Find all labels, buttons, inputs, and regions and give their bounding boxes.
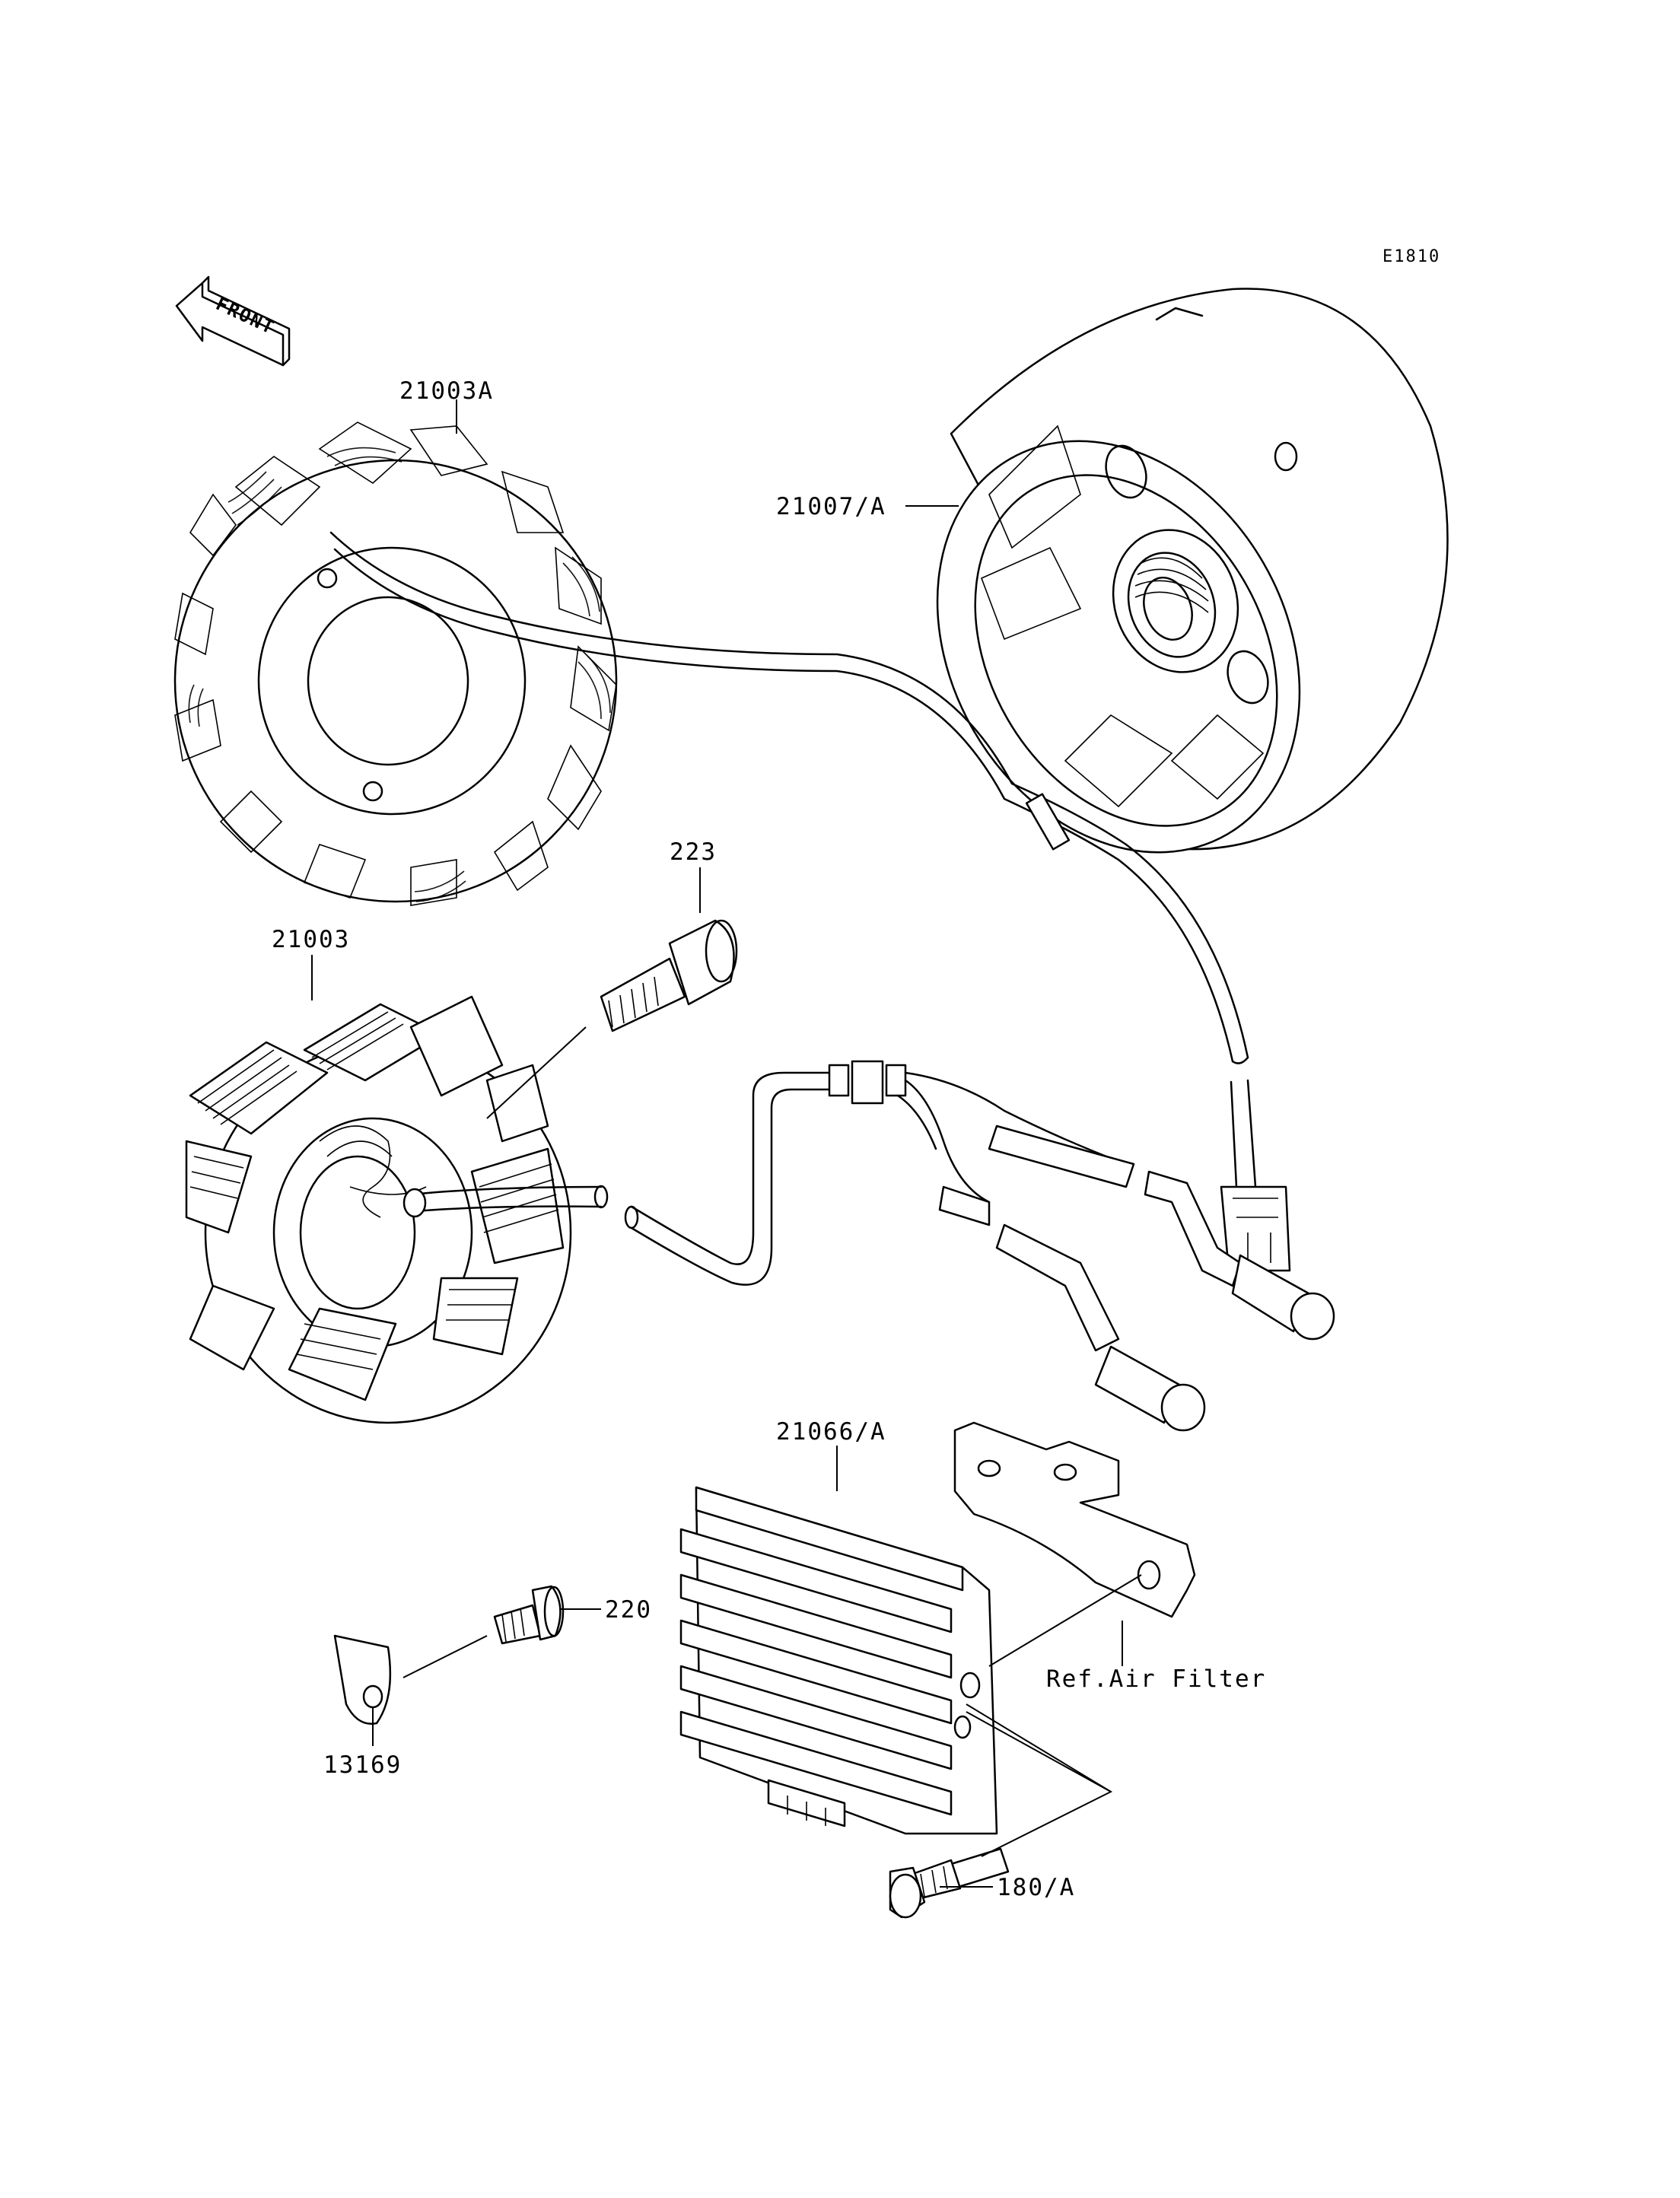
part-label-21003a: 21003A	[399, 377, 494, 405]
part-label-21003: 21003	[272, 926, 350, 953]
part-label-223: 223	[670, 838, 717, 866]
regulator-21066a-illustration	[679, 1486, 998, 1835]
part-label-220: 220	[605, 1596, 652, 1624]
part-label-13169: 13169	[323, 1751, 402, 1779]
rotor-21007a-illustration	[936, 288, 1449, 854]
bolt-180a-illustration	[889, 1703, 1113, 1919]
part-label-21066a: 21066/A	[776, 1418, 886, 1446]
part-label-21007a: 21007/A	[776, 493, 886, 520]
leader-lines	[311, 399, 993, 1888]
air-filter-bracket-illustration	[953, 1421, 1196, 1667]
bolt-223-illustration	[486, 919, 738, 1119]
part-label-180a: 180/A	[997, 1874, 1075, 1901]
stator-21003-illustration	[185, 995, 609, 1424]
front-arrow-icon: FRONT	[175, 275, 291, 367]
stator-21003-harness	[624, 1060, 1335, 1432]
bolt-220-illustration	[493, 1585, 565, 1645]
stator-21003a-harness	[329, 531, 1291, 1272]
stator-21003a-illustration	[173, 421, 618, 906]
clamp-13169-illustration	[333, 1634, 488, 1725]
diagram-code: E1810	[1382, 247, 1440, 266]
reference-note-air-filter: Ref.Air Filter	[1046, 1665, 1266, 1693]
